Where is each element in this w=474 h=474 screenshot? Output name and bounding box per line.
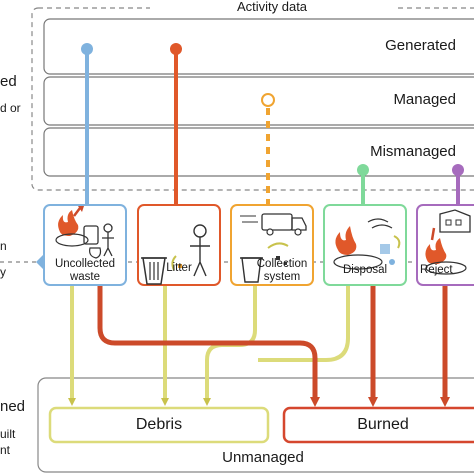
row-label-generated: Generated	[385, 37, 456, 54]
collection-dot	[261, 93, 275, 107]
outcome-label-debris: Debris	[135, 416, 183, 433]
card-label-litter: Litter	[166, 262, 192, 274]
card-label-disposal: Disposal	[342, 264, 388, 276]
left-fragment-top-2: d or	[0, 101, 21, 115]
collection-truck-icon	[240, 213, 307, 283]
uncollected-dot	[81, 43, 93, 55]
left-fragment-middle-2: y	[0, 265, 6, 279]
card-label-reject: Reject	[420, 264, 453, 276]
card-label-collection: Collection system	[256, 258, 308, 283]
activity-data-title: Activity data	[150, 0, 394, 14]
uncollected-fire-icon	[55, 206, 114, 259]
reject-dot	[452, 164, 464, 176]
row-label-mismanaged: Mismanaged	[370, 143, 456, 160]
litter-trash-icon	[141, 224, 210, 285]
left-fragment-middle-1: n	[0, 239, 7, 253]
burned-box	[282, 406, 474, 444]
litter-dot	[170, 43, 182, 55]
left-fragment-top-1: ed	[0, 73, 17, 90]
reject-building-icon	[425, 209, 471, 275]
outcome-label-burned: Burned	[357, 416, 409, 433]
card-label-uncollected: Uncollected waste	[54, 258, 116, 283]
disposal-to-debris	[258, 286, 350, 362]
uncollected-to-burned	[97, 286, 320, 407]
disposal-fire-icon	[333, 218, 401, 270]
row-label-managed: Managed	[393, 91, 456, 108]
disposal-dot	[357, 164, 369, 176]
unmanaged-label: Unmanaged	[222, 449, 304, 466]
row-managed-box	[43, 76, 474, 126]
left-fragment-bottom-3: nt	[0, 443, 11, 457]
row-generated-box	[43, 18, 474, 75]
debris-box	[48, 406, 270, 444]
left-fragment-bottom-2: uilt	[0, 427, 16, 441]
left-fragment-bottom-1: ned	[0, 398, 26, 415]
row-mismanaged-box	[43, 127, 474, 177]
